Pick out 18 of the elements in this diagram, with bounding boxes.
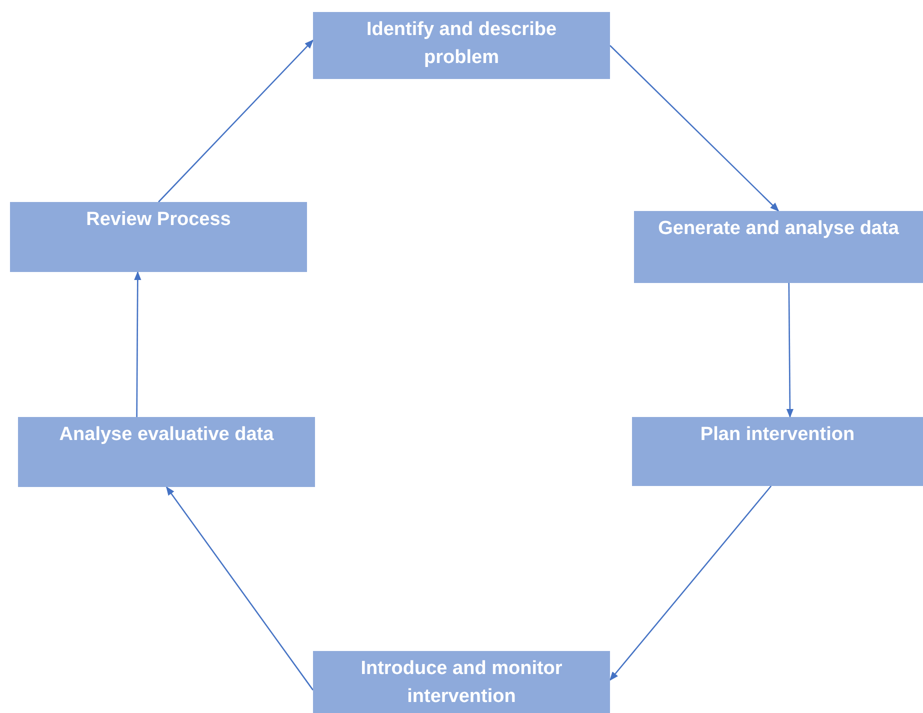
step-label: Analyse evaluative data	[59, 423, 274, 447]
arrow	[609, 486, 772, 681]
process-box	[10, 202, 307, 272]
step-label: Introduce and monitor intervention	[360, 657, 564, 709]
arrow	[166, 486, 314, 690]
arrow	[786, 283, 794, 418]
step-label: Plan intervention	[700, 423, 855, 447]
arrow	[134, 271, 142, 417]
process-box	[632, 417, 923, 486]
process-box	[313, 651, 610, 713]
step-label: Generate and analyse data	[658, 217, 899, 241]
step-label: Review Process	[86, 208, 231, 232]
step-label: Identify and describe problem	[365, 18, 558, 70]
arrow	[158, 39, 314, 202]
process-box	[313, 12, 610, 79]
process-box	[18, 417, 315, 487]
arrow	[610, 45, 780, 212]
process-box	[634, 211, 923, 283]
